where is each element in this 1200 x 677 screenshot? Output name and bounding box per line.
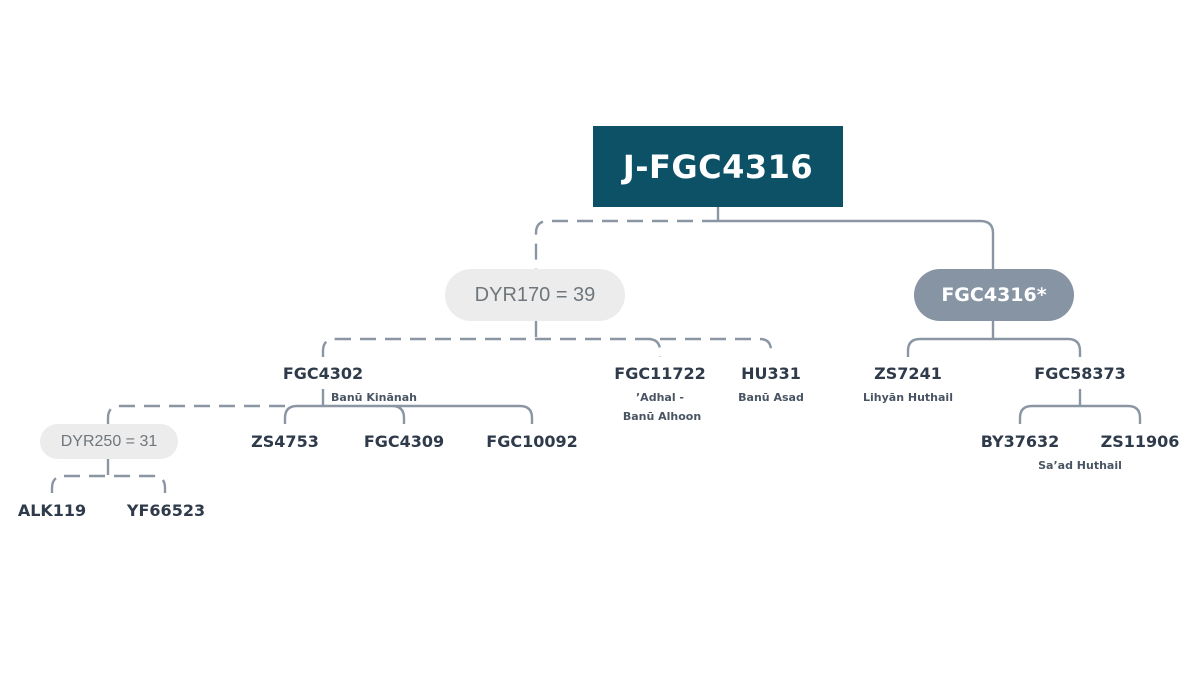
node-fgc11722: FGC11722 [614, 364, 706, 383]
dyr250-pill: DYR250 = 31 [40, 424, 178, 459]
node-fgc4302-sub: Banū Kinānah [331, 391, 417, 404]
dyr170-pill: DYR170 = 39 [445, 269, 625, 321]
node-by37632-sub: Sa’ad Huthail [1038, 459, 1122, 472]
connector-dyr170-children [321, 321, 773, 357]
node-fgc11722-sub1: ’Adhal - [636, 391, 684, 404]
node-fgc58373: FGC58373 [1034, 364, 1126, 383]
node-alk119: ALK119 [17, 501, 87, 520]
node-zs7241: ZS7241 [874, 364, 942, 383]
root-haplogroup-box: J-FGC4316 [593, 126, 843, 207]
node-yf66523: YF66523 [126, 501, 206, 520]
node-zs11906: ZS11906 [1100, 432, 1180, 451]
fgc4316-star-pill: FGC4316* [914, 269, 1074, 321]
connector-fgc4302-dyr250 [106, 389, 325, 424]
node-fgc10092: FGC10092 [486, 432, 578, 451]
node-hu331: HU331 [741, 364, 801, 383]
node-fgc4309: FGC4309 [363, 432, 445, 451]
node-zs7241-sub: Lihyān Huthail [863, 391, 953, 404]
node-fgc11722-sub2: Banū Alhoon [622, 410, 702, 423]
connector-root-dyr170 [534, 207, 720, 269]
connector-fgc58373-children [1018, 389, 1142, 424]
connector-fgc4302-children [283, 404, 534, 424]
node-by37632: BY37632 [980, 432, 1060, 451]
node-fgc4302: FGC4302 [282, 364, 364, 383]
node-zs4753: ZS4753 [251, 432, 319, 451]
connector-dyr250-children [50, 459, 167, 493]
node-hu331-sub: Banū Asad [738, 391, 804, 404]
connector-fgc4316star-children [906, 321, 1082, 357]
connector-root-fgc4316star [718, 219, 995, 269]
